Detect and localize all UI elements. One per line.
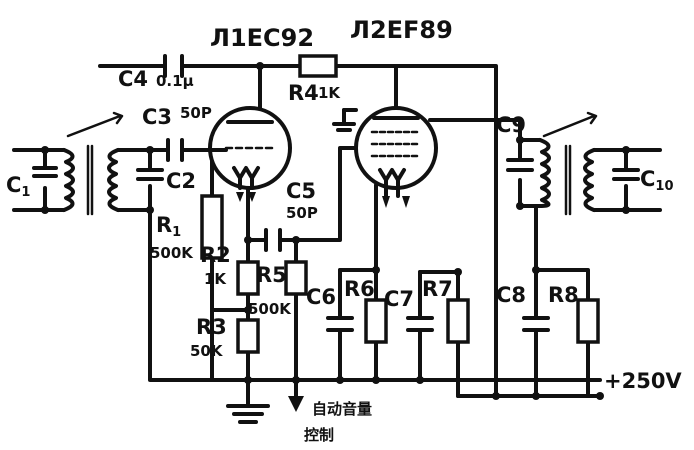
resistor-r1 xyxy=(200,194,224,260)
label-r5-value: 500K xyxy=(248,300,292,318)
resistor-r4 xyxy=(298,54,338,78)
label-r4: R4 xyxy=(288,81,319,105)
tube-l2 xyxy=(332,106,438,208)
input-transformer xyxy=(12,111,164,216)
label-c2: C2 xyxy=(166,169,196,193)
label-r1: R1 xyxy=(156,213,181,240)
label-r4-value: 1K xyxy=(318,84,341,102)
label-c7: C7 xyxy=(384,287,414,311)
label-c6: C6 xyxy=(306,285,336,309)
tube-l2-title: Л2EF89 xyxy=(350,16,453,44)
resistor-r3 xyxy=(236,318,260,354)
resistors xyxy=(200,54,600,354)
label-c1: C1 xyxy=(6,173,30,200)
l1-stage-wiring xyxy=(98,54,602,424)
label-c3: C3 xyxy=(142,105,172,129)
label-r6: R6 xyxy=(344,277,375,301)
label-c10: C10 xyxy=(640,167,674,194)
label-r2-value: 1K xyxy=(204,270,227,288)
resistor-r2 xyxy=(236,260,260,296)
label-r3-value: 50K xyxy=(190,342,224,360)
tube-l1 xyxy=(208,106,292,202)
labels: Л1EC92 Л2EF89 C1 C2 C3 50P C4 0.1μ C5 50… xyxy=(6,16,682,444)
label-r1-value: 500K xyxy=(150,244,194,262)
label-c3-value: 50P xyxy=(180,104,212,122)
label-r7: R7 xyxy=(422,277,453,301)
supply-voltage-label: +250V xyxy=(604,369,682,393)
label-c9: C9 xyxy=(496,113,526,137)
agc-label-line1: 自动音量 xyxy=(312,400,372,418)
label-c5-value: 50P xyxy=(286,204,318,222)
label-c4: C4 xyxy=(118,67,148,91)
resistor-r5 xyxy=(284,260,308,296)
label-c8: C8 xyxy=(496,283,526,307)
agc-label-line2: 控制 xyxy=(304,426,334,444)
label-c4-value: 0.1μ xyxy=(156,72,194,90)
label-r5: R5 xyxy=(256,263,287,287)
label-r3: R3 xyxy=(196,315,227,339)
resistor-r6 xyxy=(364,298,388,344)
resistor-r8 xyxy=(576,298,600,344)
label-r2: R2 xyxy=(200,243,231,267)
resistor-r7 xyxy=(446,298,470,344)
label-c5: C5 xyxy=(286,179,316,203)
label-r8: R8 xyxy=(548,283,579,307)
l2-stage-wiring xyxy=(326,64,662,400)
tube-l1-title: Л1EC92 xyxy=(210,24,314,52)
